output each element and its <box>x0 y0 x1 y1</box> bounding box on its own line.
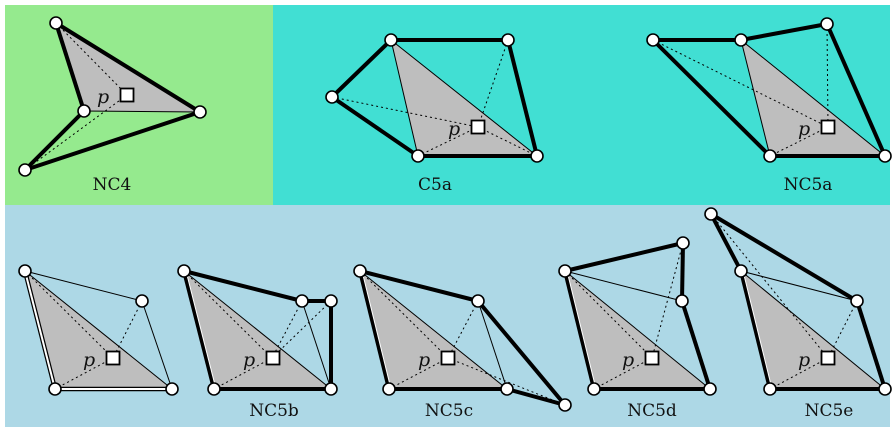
vertex-marker <box>135 294 149 308</box>
vertex-marker <box>18 264 32 278</box>
vertex-marker <box>587 382 601 396</box>
vertex-marker <box>207 382 221 396</box>
panel-label-nc5c: NC5c <box>425 401 473 421</box>
panel-label-c5a: C5a <box>418 175 452 195</box>
vertex-marker <box>49 16 63 30</box>
vertex-marker <box>878 382 892 396</box>
vertex-marker <box>820 17 834 31</box>
vertex-marker <box>382 382 396 396</box>
vertex-marker <box>18 163 32 177</box>
vertex-marker <box>411 149 425 163</box>
panel-label-nc5b: NC5b <box>249 401 299 421</box>
vertex-marker <box>763 382 777 396</box>
vertex-marker <box>471 294 485 308</box>
vertex-marker <box>734 33 748 47</box>
query-point-label: p <box>243 349 255 371</box>
nc5b-configuration: p NC5b <box>177 264 338 421</box>
vertex-marker <box>500 382 514 396</box>
panel-label-nc5e: NC5e <box>805 401 854 421</box>
panel-label-nc5d: NC5d <box>627 401 677 421</box>
query-point-marker <box>820 119 836 135</box>
query-point-label: p <box>622 349 634 371</box>
vertex-marker <box>704 207 718 221</box>
vertex-marker <box>177 264 191 278</box>
query-point-marker <box>265 350 281 366</box>
nc5a-configuration: p NC5a <box>646 17 892 195</box>
vertex-marker <box>675 294 689 308</box>
vertex-marker <box>558 398 572 412</box>
query-point-marker <box>440 350 456 366</box>
vertex-marker <box>501 33 515 47</box>
vertex-marker <box>676 236 690 250</box>
vertex-marker <box>530 149 544 163</box>
nc5-base-configuration: p <box>18 264 179 396</box>
vertex-marker <box>878 149 892 163</box>
nc5e-configuration: p NC5e <box>704 207 892 421</box>
panel-label-nc4: NC4 <box>93 175 132 195</box>
query-point-marker <box>470 119 486 135</box>
nc5c-configuration: p NC5c <box>353 264 572 421</box>
query-point-label: p <box>798 118 810 140</box>
vertex-marker <box>193 105 207 119</box>
query-point-label: p <box>83 349 95 371</box>
query-point-marker <box>119 87 135 103</box>
vertex-marker <box>325 90 339 104</box>
vertex-marker <box>353 264 367 278</box>
query-point-label: p <box>798 349 810 371</box>
query-point-label: p <box>448 118 460 140</box>
vertex-marker <box>77 104 91 118</box>
vertex-marker <box>324 294 338 308</box>
vertex-marker <box>48 382 62 396</box>
nc4-configuration: p NC4 <box>18 16 207 195</box>
query-point-marker <box>105 350 121 366</box>
vertex-marker <box>703 382 717 396</box>
nc5d-configuration: p NC5d <box>558 236 717 421</box>
query-point-marker <box>820 350 836 366</box>
query-point-label: p <box>418 349 430 371</box>
vertex-marker <box>558 264 572 278</box>
c5a-configuration: p C5a <box>325 33 544 195</box>
vertex-marker <box>850 294 864 308</box>
vertex-marker <box>763 149 777 163</box>
vertex-marker <box>324 382 338 396</box>
query-point-marker <box>644 350 660 366</box>
vertex-marker <box>165 382 179 396</box>
vertex-marker <box>646 33 660 47</box>
vertex-marker <box>295 294 309 308</box>
vertex-marker <box>384 33 398 47</box>
panel-label-nc5a: NC5a <box>784 175 833 195</box>
query-point-label: p <box>97 86 109 108</box>
vertex-marker <box>734 264 748 278</box>
